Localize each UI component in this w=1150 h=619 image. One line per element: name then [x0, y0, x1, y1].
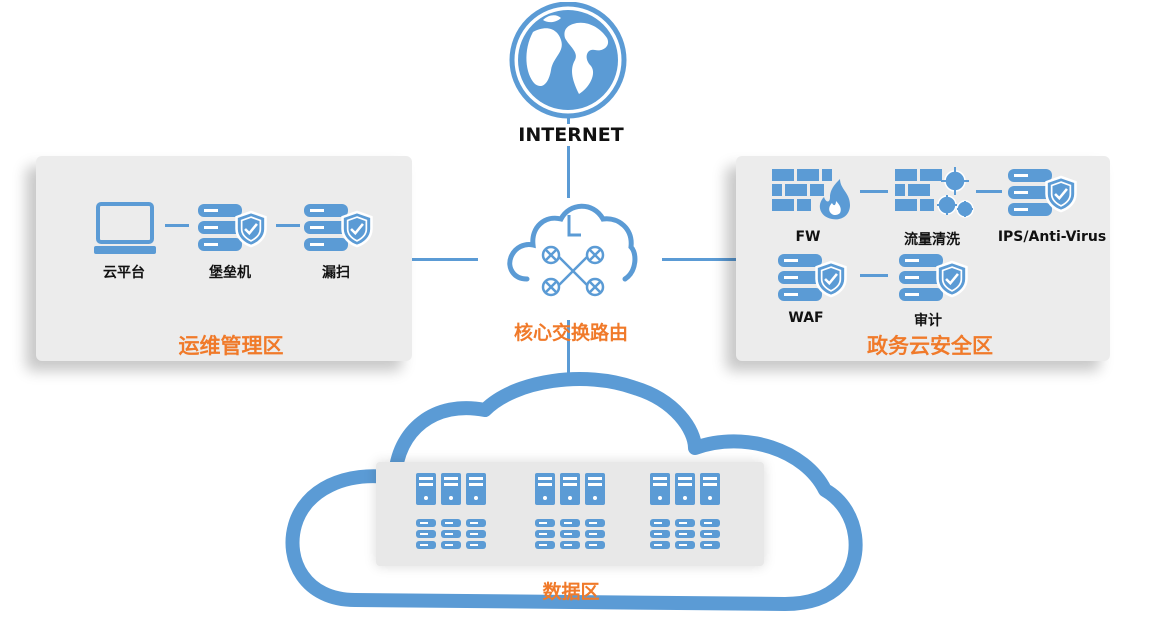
gov-link-1 — [860, 190, 888, 193]
line-internet-core — [567, 118, 570, 198]
globe-icon — [503, 2, 633, 120]
ops-zone — [36, 156, 412, 361]
laptop-icon — [92, 202, 158, 258]
line-core-gov — [662, 258, 737, 261]
gov-item-label: WAF — [788, 310, 824, 326]
server-group-3 — [648, 472, 724, 552]
internet-label: INTERNET — [514, 124, 628, 146]
line-core-data — [567, 320, 570, 385]
core-label: 核心交换路由 — [513, 322, 629, 344]
data-cloud-icon — [285, 370, 865, 615]
gov-zone-title: 政务云安全区 — [867, 334, 993, 358]
gov-link-2 — [976, 190, 1002, 193]
core-router-icon — [505, 195, 639, 305]
ips-antivirus-icon — [1004, 165, 1084, 223]
server-group-2 — [533, 472, 609, 552]
ops-item-label: 云平台 — [103, 265, 145, 281]
gov-link-3 — [860, 274, 888, 277]
ops-link-2 — [276, 224, 300, 227]
server-group-1 — [414, 472, 490, 552]
gov-item-label: FW — [795, 229, 821, 245]
audit-icon — [895, 250, 975, 308]
ops-link-1 — [165, 224, 189, 227]
vuln-scanner-icon — [302, 200, 378, 258]
data-zone-title: 数据区 — [542, 581, 600, 603]
ops-item-label: 漏扫 — [322, 265, 350, 281]
gov-item-label: 流量清洗 — [904, 232, 960, 248]
ops-item-label: 堡垒机 — [209, 265, 251, 281]
bastion-server-icon — [196, 200, 272, 258]
firewall-icon — [770, 167, 854, 223]
traffic-scrubbing-icon — [893, 165, 977, 225]
gov-item-label: IPS/Anti-Virus — [997, 229, 1107, 245]
ops-zone-title: 运维管理区 — [178, 334, 284, 358]
gov-item-label: 审计 — [914, 313, 942, 329]
waf-icon — [774, 250, 854, 308]
line-ops-core — [412, 258, 478, 261]
